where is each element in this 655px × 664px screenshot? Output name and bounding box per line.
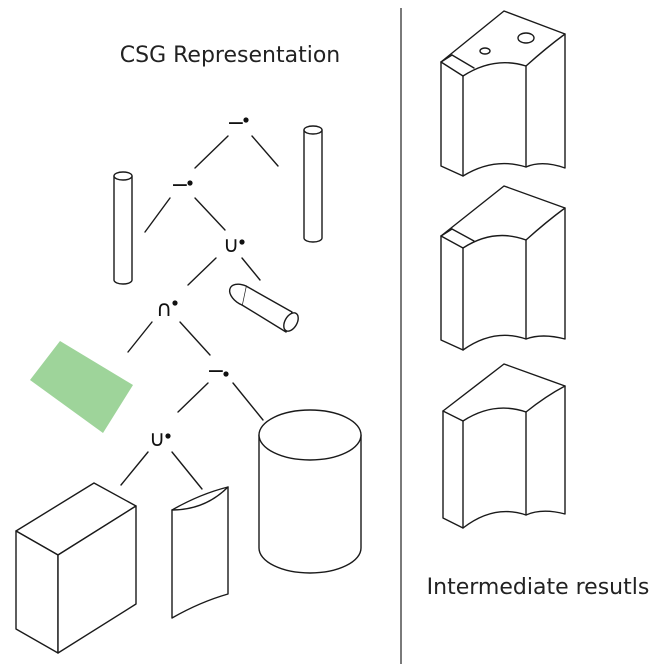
primitive-cylinder-right xyxy=(303,125,323,243)
operator-symbol: ∪ xyxy=(149,427,165,452)
primitive-cylinder-left xyxy=(113,171,133,285)
tree-edges xyxy=(120,135,279,490)
operator-intersection-4: ∩ xyxy=(156,297,178,322)
operator-difference-5: − xyxy=(207,359,229,384)
operator-symbol: ∪ xyxy=(223,233,239,258)
primitive-curved-wedge xyxy=(171,486,229,619)
highlight-plane xyxy=(30,341,133,433)
result-shape-1 xyxy=(440,10,566,177)
operator-union-6: ∪ xyxy=(149,427,171,452)
operator-difference-2: − xyxy=(171,173,193,198)
primitive-cylinder-large xyxy=(258,409,362,574)
csg-title: CSG Representation xyxy=(120,43,340,68)
results-title: Intermediate resutls xyxy=(427,575,650,600)
operator-union-3: ∪ xyxy=(223,233,245,258)
primitive-cylinder-tilted xyxy=(228,283,299,333)
operator-root: − xyxy=(227,111,249,136)
operator-symbol: ∩ xyxy=(156,297,172,322)
result-shape-2 xyxy=(440,185,566,351)
result-shape-3 xyxy=(442,363,566,529)
operator-symbol: − xyxy=(171,173,189,198)
operator-symbol: − xyxy=(227,111,245,136)
primitive-box xyxy=(15,482,137,654)
operator-symbol: − xyxy=(207,359,225,384)
